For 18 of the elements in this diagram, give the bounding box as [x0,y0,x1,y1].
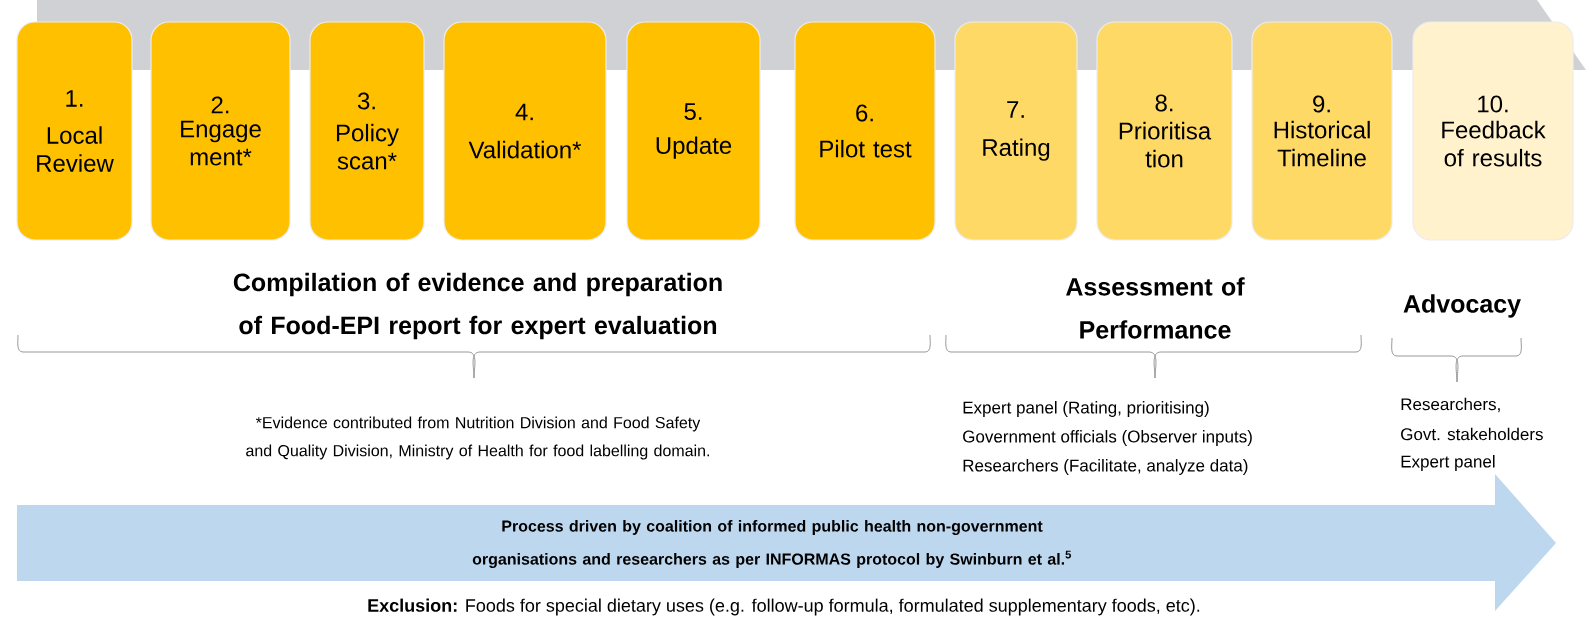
step-box: 1. Local Review [16,21,133,241]
participant-text: Govt. stakeholders [1401,427,1543,441]
step-box: 6. Pilot test [794,21,936,241]
participant-text: Researchers, [1401,397,1500,413]
step-box: 9. Historical Timeline [1251,21,1393,241]
participant-text: Expert panel (Rating, prioritising) [963,401,1209,417]
step-box: 3. Policy scan* [309,21,425,241]
participant-text: Government officials (Observer inputs) [963,430,1252,446]
step-box: 7. Rating [954,21,1078,241]
participant-text: Researchers (Facilitate, analyze data) [963,459,1248,475]
section-heading: Compilation of evidence and preparation of Food-EPI report for expert evaluation [233,272,722,340]
step-box: 10. Feedback of results [1412,21,1574,241]
step-box: 4. Validation* [443,21,607,241]
step-box: 2. Engage ment* [150,21,291,241]
section-heading: Assessment of Performance [1066,277,1245,339]
step-box: 5. Update [626,21,761,241]
section-heading: Advocacy [1403,294,1521,318]
step-box: 8. Prioritisa tion [1096,21,1233,241]
